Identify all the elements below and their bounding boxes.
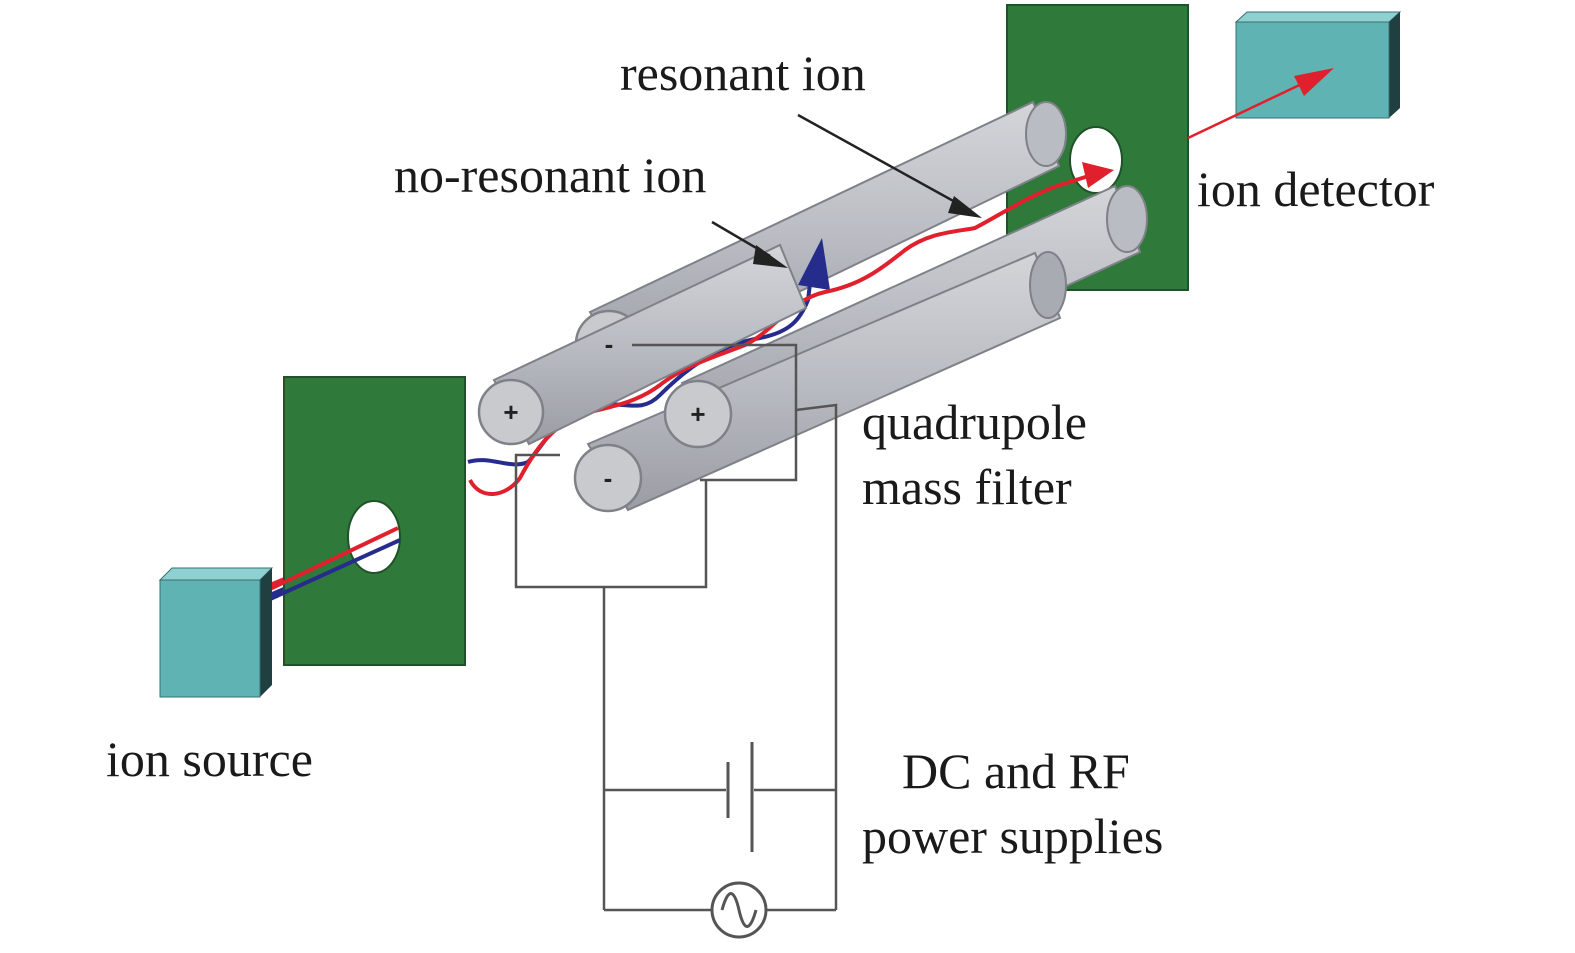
ac-sine-source-icon	[710, 881, 768, 939]
label-ion-source: ion source	[106, 731, 313, 787]
power-supply-wiring	[514, 343, 838, 912]
rod-right-sign: +	[690, 399, 705, 429]
ion-detector-box	[1234, 11, 1402, 119]
label-resonant-ion: resonant ion	[620, 45, 866, 101]
label-dc-and-rf: DC and RF	[902, 743, 1130, 799]
label-mass-filter: mass filter	[862, 459, 1072, 515]
exit-beam	[1187, 78, 1311, 140]
label-quadrupole: quadrupole	[862, 394, 1087, 450]
non-resonant-ion-arrowhead	[798, 238, 830, 290]
exit-beam-arrowhead	[1294, 68, 1334, 96]
rod-top-sign: -	[605, 329, 614, 359]
label-non-resonant-ion: no-resonant ion	[394, 147, 707, 203]
rod-bottom-sign: -	[604, 463, 613, 493]
entrance-aperture-plate	[267, 376, 466, 666]
label-pointers	[711, 113, 982, 268]
label-ion-detector: ion detector	[1197, 161, 1435, 217]
rod-left-sign: +	[503, 397, 518, 427]
resonant-ion-arrowhead	[1082, 162, 1114, 188]
battery-icon	[726, 742, 754, 852]
label-power-supplies: power supplies	[862, 808, 1164, 864]
ion-source-box	[158, 567, 274, 698]
